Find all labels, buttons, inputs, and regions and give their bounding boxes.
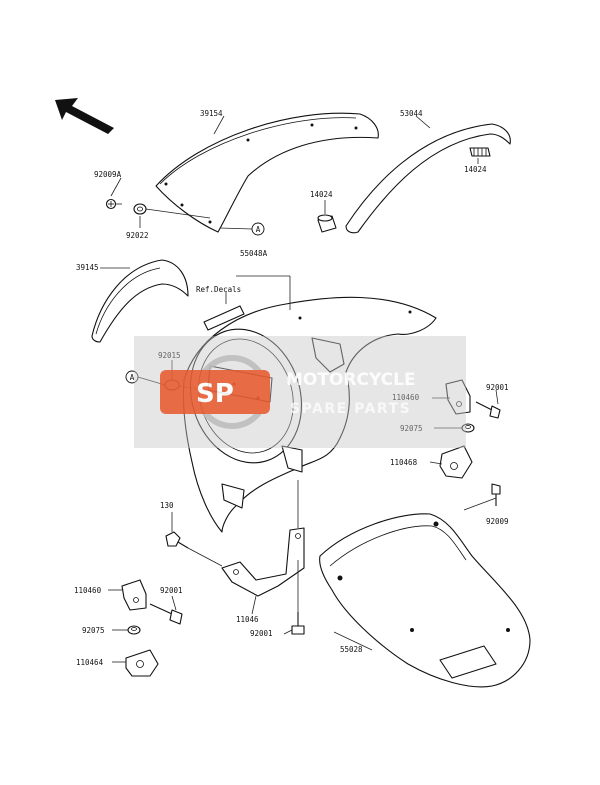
- label-39145: 39145: [76, 263, 99, 272]
- watermark: SP MOTORCYCLE SPARE PARTS: [134, 336, 466, 448]
- mount-bracket-part: [439, 445, 473, 479]
- inner-trim-part: [91, 259, 189, 343]
- lower-bolt-part: [149, 603, 183, 625]
- label-14024-left: 14024: [310, 190, 333, 199]
- bolt-part: [475, 401, 501, 419]
- label-92009: 92009: [486, 517, 509, 526]
- label-ref-decals: Ref.Decals: [196, 285, 241, 294]
- lower-mount-bracket-part: [125, 649, 159, 677]
- lower-bracket-part: [121, 579, 147, 611]
- label-92009A: 92009A: [94, 170, 122, 179]
- ref-circle-a-upper: A: [251, 222, 265, 236]
- label-92075-left: 92075: [82, 626, 105, 635]
- label-92001-bottom: 92001: [250, 629, 273, 638]
- long-bolt-part: [491, 483, 501, 506]
- watermark-badge-text: SP: [196, 379, 234, 409]
- clip-part: [469, 147, 491, 157]
- ref-a-lower-label: A: [130, 373, 135, 382]
- label-110460-left: 110460: [74, 586, 102, 595]
- label-14024-right: 14024: [464, 165, 487, 174]
- vertical-bolt-part: [291, 612, 305, 635]
- label-92075-right: 92075: [400, 424, 423, 433]
- screw-part: [105, 198, 122, 210]
- watermark-line2: SPARE PARTS: [290, 401, 411, 417]
- watermark-badge-icon: SP: [160, 355, 270, 429]
- label-110464: 110464: [76, 658, 104, 667]
- label-92001-right: 92001: [486, 383, 509, 392]
- label-11046: 11046: [236, 615, 259, 624]
- decal-part: [203, 305, 245, 331]
- label-53044: 53044: [400, 109, 423, 118]
- grommet-part: [317, 214, 337, 233]
- label-110468: 110468: [390, 458, 418, 467]
- bracket-part: [445, 379, 471, 415]
- flange-bolt-part: [165, 531, 189, 549]
- label-55028: 55028: [340, 645, 363, 654]
- ref-circle-a-lower: A: [125, 370, 139, 384]
- lower-cowl-part: [319, 513, 531, 688]
- windshield-part: [155, 112, 379, 233]
- label-92015: 92015: [158, 351, 181, 360]
- lower-nut-part: [127, 625, 141, 635]
- label-130: 130: [160, 501, 174, 510]
- ref-a-upper-label: A: [256, 225, 261, 234]
- trim-strip-part: [345, 123, 511, 234]
- direction-arrow-icon: [55, 98, 114, 134]
- label-92001-left: 92001: [160, 586, 183, 595]
- washer-part: [133, 203, 147, 215]
- label-39154: 39154: [200, 109, 223, 118]
- label-55048A: 55048A: [240, 249, 268, 258]
- label-92022: 92022: [126, 231, 149, 240]
- watermark-line1: MOTORCYCLE: [286, 370, 416, 390]
- leader-lines: [100, 115, 499, 663]
- stay-bracket-part: [221, 527, 305, 597]
- label-110460-right: 110460: [392, 393, 420, 402]
